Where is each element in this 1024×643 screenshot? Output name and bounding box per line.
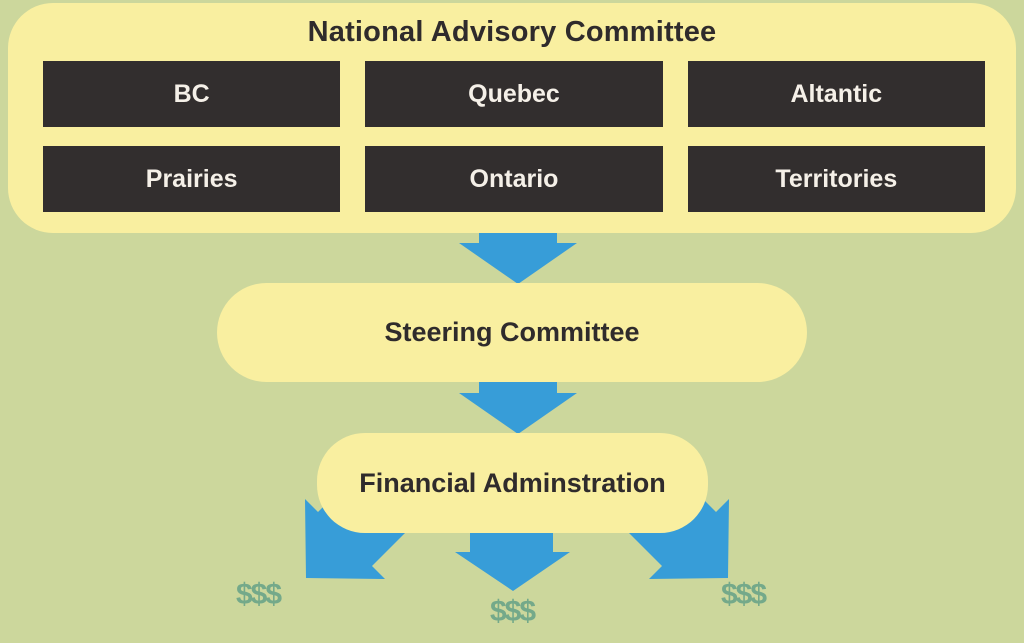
region-grid: BC Quebec Altantic Prairies Ontario Terr… (43, 61, 985, 212)
arrow-financial-down-icon (455, 525, 570, 591)
region-box-ontario: Ontario (365, 146, 663, 212)
region-box-prairies: Prairies (43, 146, 341, 212)
money-symbol-center: $$$ (489, 595, 536, 628)
arrow-nac-to-steering-icon (459, 226, 577, 284)
region-box-quebec: Quebec (365, 61, 663, 127)
region-box-territories: Territories (687, 146, 985, 212)
money-symbol-right: $$$ (720, 578, 767, 611)
region-box-bc: BC (43, 61, 341, 127)
steering-committee-node: Steering Committee (217, 283, 807, 382)
panel-title: National Advisory Committee (307, 16, 717, 48)
arrow-steering-to-financial-icon (459, 376, 577, 434)
national-advisory-committee-panel: National Advisory Committee BC Quebec Al… (8, 3, 1016, 233)
region-box-atlantic: Altantic (687, 61, 985, 127)
financial-administration-node: Financial Adminstration (317, 433, 708, 533)
money-symbol-left: $$$ (235, 578, 282, 611)
